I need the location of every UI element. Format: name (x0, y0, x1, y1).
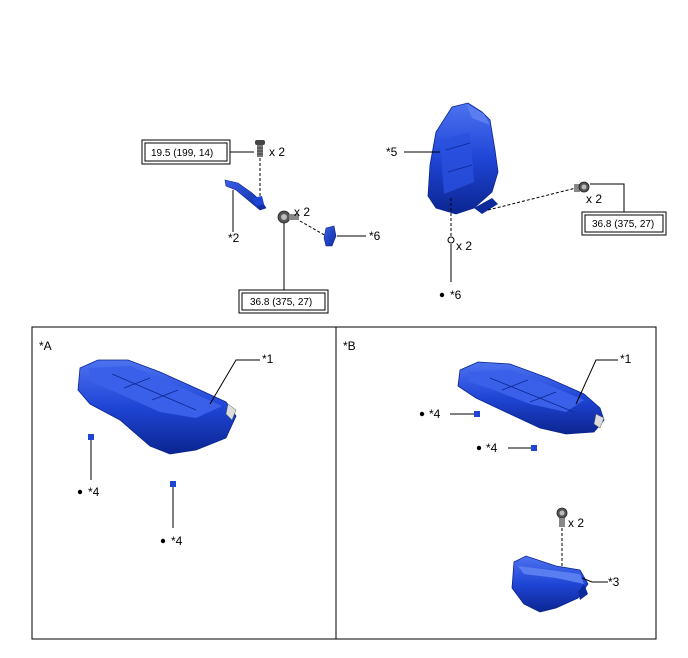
part-1-seat-cushion-a (77, 359, 237, 455)
part-6-small-bracket (323, 225, 337, 247)
part-2-bracket (224, 179, 267, 211)
label-b-part-4-top: *4 (429, 407, 441, 421)
part-3-cover (511, 555, 589, 613)
qty-bolt-b: x 2 (568, 516, 584, 530)
label-b-part-1: *1 (620, 352, 632, 366)
torque-left-top-text: 19.5 (199, 14) (151, 148, 213, 159)
label-a-part-4-right: *4 (171, 534, 183, 548)
label-a-part-4-left: *4 (88, 485, 100, 499)
clip-icon (447, 236, 455, 244)
part-1-seat-cushion-b (457, 361, 605, 435)
clip-icon (474, 411, 480, 417)
panel-b-label: *B (343, 339, 356, 353)
label-part-6-left: *6 (369, 229, 381, 243)
qty-bolt-mid: x 2 (294, 205, 310, 219)
label-a-part-1: *1 (262, 352, 274, 366)
label-b-part-3: *3 (608, 575, 620, 589)
panel-a (31, 326, 337, 640)
torque-left-bottom-text: 36.8 (375, 27) (250, 297, 312, 308)
part-5-seat-back (427, 102, 499, 215)
bolt-icon (255, 140, 265, 157)
bolt-icon (556, 507, 568, 527)
bolt-icon (574, 181, 590, 193)
panel-b (335, 326, 657, 640)
torque-spec-left-bottom: 36.8 (375, 27) (238, 289, 329, 314)
label-part-5: *5 (386, 145, 398, 159)
bolt-icon (277, 210, 299, 224)
qty-clip-right: x 2 (456, 239, 472, 253)
torque-spec-right: 36.8 (375, 27) (581, 211, 667, 236)
qty-bolt-right: x 2 (586, 192, 602, 206)
qty-bolt-left: x 2 (269, 145, 285, 159)
label-b-part-4-bottom: *4 (486, 441, 498, 455)
label-part-2: *2 (228, 231, 240, 245)
clip-icon (531, 445, 537, 451)
label-part-6-right: *6 (450, 288, 462, 302)
torque-spec-left-top: 19.5 (199, 14) (141, 139, 231, 165)
clip-icon (170, 481, 176, 487)
torque-right-text: 36.8 (375, 27) (592, 219, 654, 230)
panel-a-label: *A (39, 339, 52, 353)
clip-icon (88, 434, 94, 440)
